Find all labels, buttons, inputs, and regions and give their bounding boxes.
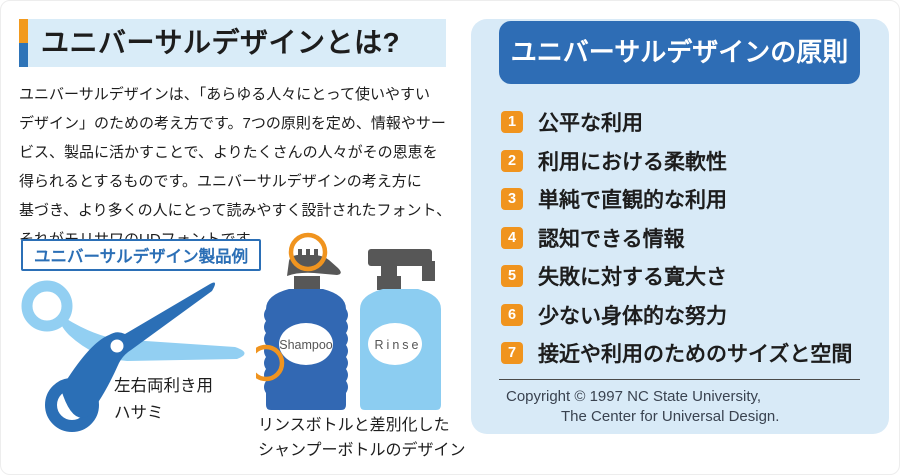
copyright-line-2: The Center for Universal Design.	[561, 408, 780, 425]
principle-label: 単純で直観的な利用	[538, 189, 727, 213]
page-title-block: ユニバーサルデザインとは?	[19, 19, 446, 67]
title-accent-blue	[19, 43, 28, 67]
principle-item: 4 認知できる情報	[471, 219, 889, 258]
principle-item: 5 失敗に対する寛大さ	[471, 257, 889, 296]
scissors-dark-blade	[61, 282, 216, 418]
rinse-pump-stem	[381, 265, 397, 277]
shampoo-label-ellipse	[279, 323, 333, 365]
principle-number-badge: 4	[501, 226, 523, 249]
principle-number-badge: 7	[501, 342, 523, 365]
rinse-bottle: Rinse	[360, 249, 441, 410]
pump-notch	[314, 249, 318, 257]
rinse-label-ellipse	[368, 323, 422, 365]
principle-item: 1 公平な利用	[471, 103, 889, 142]
principle-label: 少ない身体的な努力	[538, 304, 727, 328]
principle-item: 6 少ない身体的な努力	[471, 296, 889, 335]
bottles-illustration: Shampoo Rinse	[256, 232, 441, 410]
pump-notch	[298, 249, 302, 257]
rinse-label: Rinse	[375, 338, 422, 352]
principle-number-badge: 2	[501, 149, 523, 172]
page-title: ユニバーサルデザインとは?	[41, 27, 401, 58]
shampoo-pump-head	[287, 255, 341, 276]
highlight-circle-icon	[256, 344, 285, 382]
rinse-pump-spout	[422, 261, 435, 281]
principle-item: 2 利用における柔軟性	[471, 142, 889, 181]
scissors-caption: 左右両利き用 ハサミ	[114, 377, 213, 422]
pump-notch	[306, 249, 310, 257]
intro-paragraph: ユニバーサルデザインは、「あらゆる人々にとって使いやすい デザイン」のための考え…	[19, 86, 452, 248]
copyright-line-1: Copyright © 1997 NC State University,	[506, 388, 762, 405]
principle-label: 公平な利用	[538, 112, 643, 136]
principle-label: 接近や利用のためのサイズと空間	[538, 343, 853, 367]
principle-number-badge: 6	[501, 303, 523, 326]
principle-number-badge: 1	[501, 111, 523, 134]
scissors-light-handle	[21, 280, 73, 332]
highlight-circle-icon	[288, 232, 328, 272]
scissors-illustration	[21, 280, 245, 432]
principle-label: 失敗に対する寛大さ	[538, 266, 727, 290]
title-accent-bar	[19, 19, 28, 67]
principles-list: 1 公平な利用 2 利用における柔軟性 3 単純で直観的な利用 4 認知できる情…	[471, 103, 889, 373]
product-example-label: ユニバーサルデザイン製品例	[21, 239, 262, 271]
principle-label: 利用における柔軟性	[538, 150, 727, 174]
principle-number-badge: 5	[501, 265, 523, 288]
shampoo-bottle: Shampoo	[264, 249, 348, 410]
principles-panel: ユニバーサルデザインの原則 1 公平な利用 2 利用における柔軟性 3 単純で直…	[471, 19, 889, 434]
copyright: Copyright © 1997 NC State University, Th…	[506, 387, 779, 427]
shampoo-label: Shampoo	[279, 338, 333, 352]
principle-number-badge: 3	[501, 188, 523, 211]
principle-item: 3 単純で直観的な利用	[471, 180, 889, 219]
shampoo-pump-neck	[294, 276, 320, 290]
panel-divider	[499, 379, 860, 380]
bottles-caption: リンスボトルと差別化した シャンプーボトルのデザイン	[258, 417, 466, 459]
scissors-pivot	[110, 339, 124, 353]
rinse-pump-neck	[377, 276, 401, 290]
title-accent-orange	[19, 19, 28, 43]
principle-item: 7 接近や利用のためのサイズと空間	[471, 334, 889, 373]
principle-label: 認知できる情報	[538, 227, 685, 251]
principles-title: ユニバーサルデザインの原則	[499, 21, 860, 84]
rinse-pump-bar	[368, 249, 432, 266]
